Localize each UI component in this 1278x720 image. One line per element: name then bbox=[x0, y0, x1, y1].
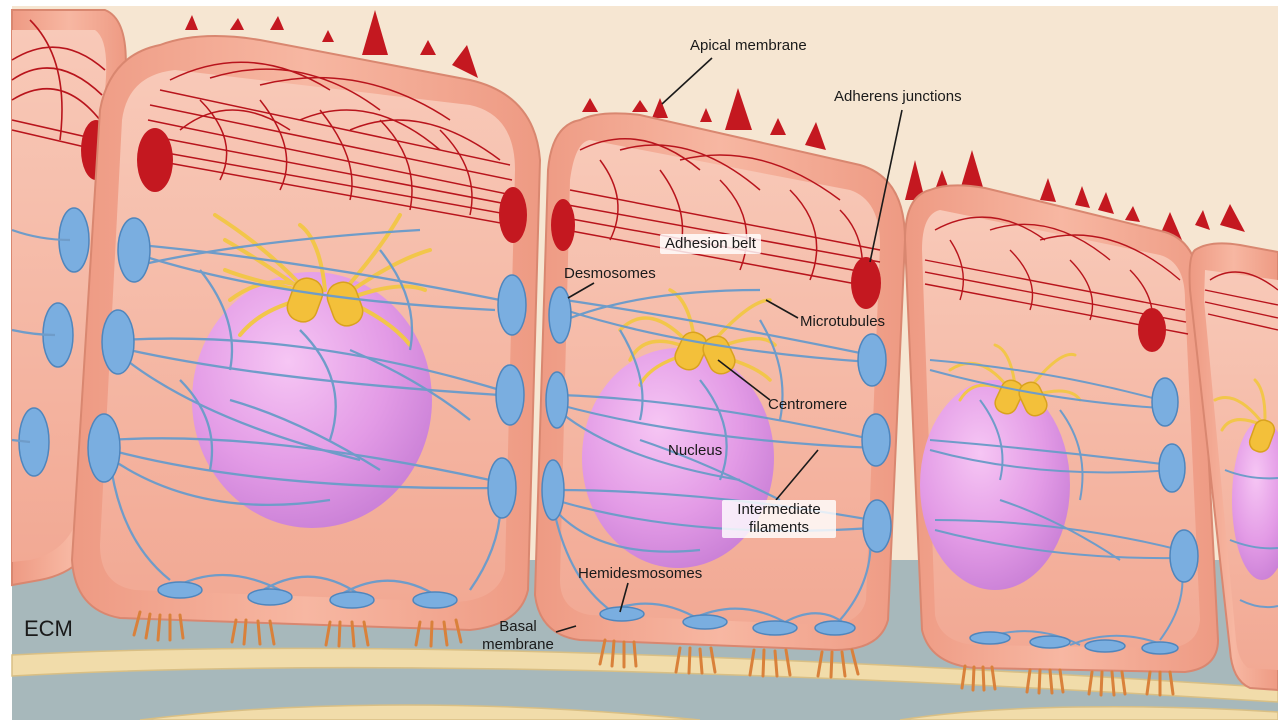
label-nucleus: Nucleus bbox=[668, 442, 722, 460]
label-ecm: ECM bbox=[24, 616, 73, 642]
label-centromere: Centromere bbox=[768, 396, 847, 414]
cell-2-desmosome-1 bbox=[549, 287, 571, 343]
cell-2-desmosome-5 bbox=[862, 414, 890, 466]
cell-2-desmosome-3 bbox=[542, 460, 564, 520]
cell-2-adherens-junction bbox=[851, 257, 881, 309]
cell-1 bbox=[72, 10, 540, 646]
image-border-left bbox=[0, 0, 12, 720]
label-adherens-junctions: Adherens junctions bbox=[834, 88, 962, 106]
image-border-top bbox=[0, 0, 1278, 6]
label-intermediate-filaments-line1: Intermediate bbox=[727, 501, 831, 519]
label-hemidesmosomes: Hemidesmosomes bbox=[578, 565, 702, 583]
label-desmosomes: Desmosomes bbox=[564, 265, 656, 283]
cell-3-nucleus bbox=[920, 380, 1070, 590]
label-apical-membrane: Apical membrane bbox=[690, 37, 807, 55]
cell-1-desmosome-5 bbox=[496, 365, 524, 425]
label-adhesion-belt: Adhesion belt bbox=[660, 234, 761, 254]
label-basal-membrane: Basal membrane bbox=[480, 618, 556, 654]
cell-3-adherens-junction bbox=[1138, 308, 1166, 352]
label-basal-membrane-line1: Basal bbox=[480, 618, 556, 636]
cell-1-desmosome-4 bbox=[498, 275, 526, 335]
cell-1-desmosome-1 bbox=[118, 218, 150, 282]
label-intermediate-filaments: Intermediate filaments bbox=[722, 500, 836, 538]
cell-2-desmosome-4 bbox=[858, 334, 886, 386]
cell-2-desmosome-2 bbox=[546, 372, 568, 428]
label-intermediate-filaments-line2: filaments bbox=[727, 519, 831, 537]
cell-1-desmosome-2 bbox=[102, 310, 134, 374]
label-basal-membrane-line2: membrane bbox=[480, 636, 556, 654]
cell-1-desmosome-6 bbox=[488, 458, 516, 518]
label-microtubules: Microtubules bbox=[800, 313, 885, 331]
cell-2-desmosome-6 bbox=[863, 500, 891, 552]
cell-2 bbox=[535, 88, 905, 677]
cell-1-desmosome-3 bbox=[88, 414, 120, 482]
